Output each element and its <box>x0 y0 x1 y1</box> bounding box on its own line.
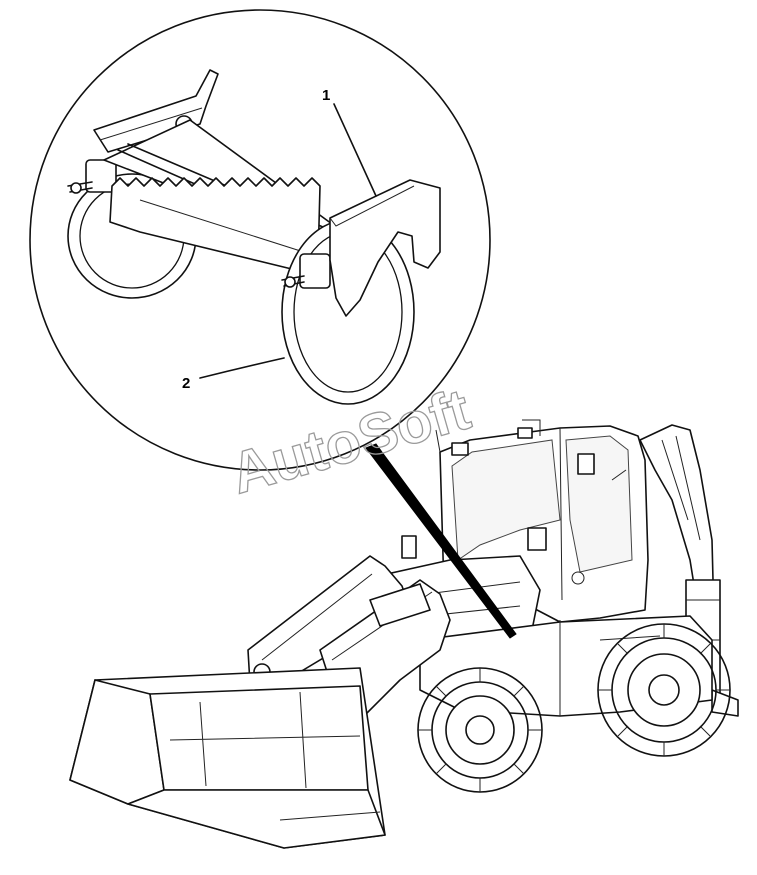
callout-1-leader <box>333 103 377 197</box>
front-wheel <box>417 667 543 793</box>
rear-wheel <box>597 623 731 757</box>
clamp-bracket-front <box>329 179 441 317</box>
detail-view: 1 2 <box>29 9 491 471</box>
clamp-bracket-rear <box>93 69 219 153</box>
callout-label-2: 2 <box>182 375 190 392</box>
callout-label-1: 1 <box>322 87 330 104</box>
backhoe-loader <box>69 419 739 849</box>
detail-leader-wedge <box>365 443 517 639</box>
serrated-pad <box>109 177 321 273</box>
callout-2-leader <box>199 357 285 379</box>
loader-bucket <box>69 667 386 849</box>
